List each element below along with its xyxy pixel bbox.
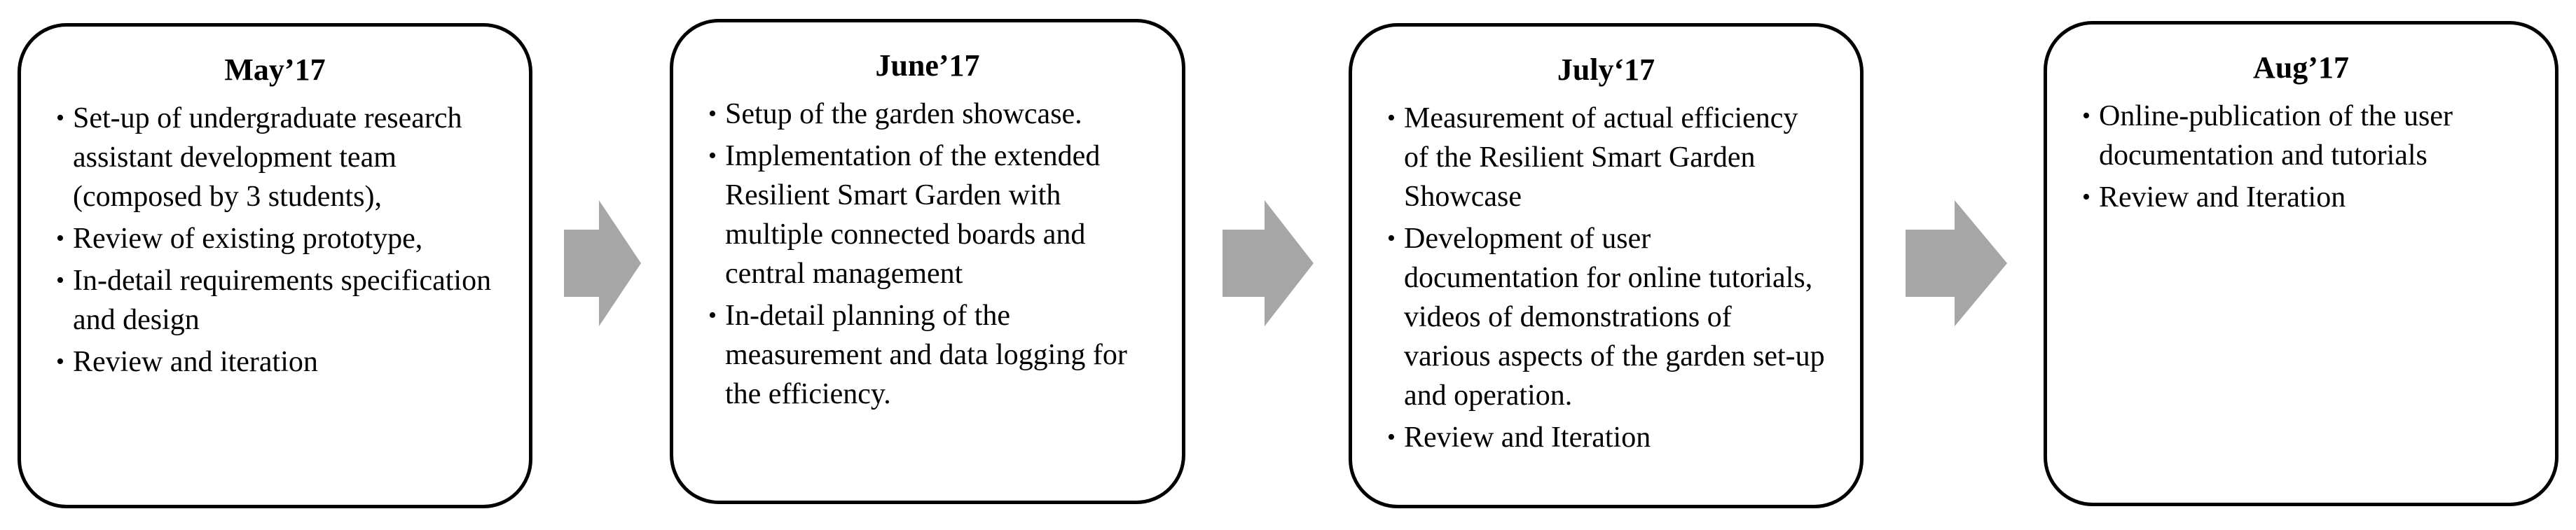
right-arrow-icon	[1222, 200, 1314, 326]
task-item: Implementation of the extended Resilient…	[708, 137, 1147, 293]
timeline-box-aug: Aug’17 Online-publication of the user do…	[2044, 21, 2558, 506]
box-title: Aug’17	[2253, 50, 2349, 85]
task-item: Setup of the garden showcase.	[708, 95, 1147, 134]
box-title: June’17	[875, 48, 980, 83]
timeline-box-june: June’17 Setup of the garden showcase. Im…	[670, 19, 1185, 504]
timeline-box-may: May’17 Set-up of undergraduate research …	[18, 23, 532, 508]
task-list: Measurement of actual efficiency of the …	[1387, 99, 1825, 457]
task-item: In-detail planning of the measurement an…	[708, 296, 1147, 414]
task-item: Review of existing prototype,	[56, 219, 494, 258]
task-item: Review and Iteration	[2082, 178, 2520, 217]
task-list: Setup of the garden showcase. Implementa…	[708, 95, 1147, 414]
right-arrow-icon	[1906, 200, 2007, 326]
timeline-box-july: July‘17 Measurement of actual efficiency…	[1349, 23, 1864, 508]
task-item: In-detail requirements specification and…	[56, 261, 494, 340]
box-title: July‘17	[1557, 53, 1655, 87]
task-item: Set-up of undergraduate research assista…	[56, 99, 494, 216]
right-arrow-icon	[564, 200, 641, 326]
task-list: Online-publication of the user documenta…	[2082, 97, 2520, 217]
task-item: Review and Iteration	[1387, 418, 1825, 457]
task-list: Set-up of undergraduate research assista…	[56, 99, 494, 382]
task-item: Online-publication of the user documenta…	[2082, 97, 2520, 175]
task-item: Development of user documentation for on…	[1387, 219, 1825, 415]
box-title: May’17	[224, 53, 326, 87]
task-item: Measurement of actual efficiency of the …	[1387, 99, 1825, 216]
task-item: Review and iteration	[56, 342, 494, 382]
